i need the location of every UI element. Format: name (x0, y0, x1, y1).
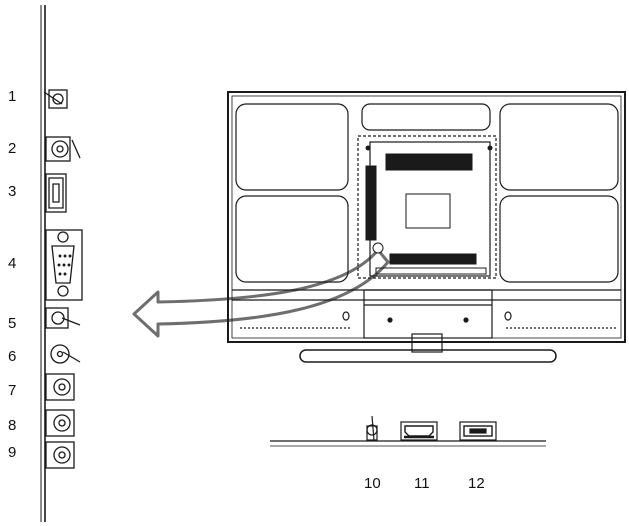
callout-label: 6 (8, 348, 17, 365)
hdmi-port-icon (400, 421, 438, 441)
vga-port-icon (45, 229, 83, 301)
headphone-jack-icon (50, 344, 81, 364)
side-connector-panel (40, 5, 83, 522)
rca-jack-icon (45, 441, 75, 469)
tv-rear-view (227, 91, 626, 363)
callout-label: 11 (414, 475, 430, 492)
antenna-connector-icon (43, 89, 68, 109)
coaxial-connector-icon (45, 136, 81, 162)
callout-label: 9 (8, 444, 17, 461)
hdmi-port-icon (45, 173, 67, 213)
pointer-arrow (132, 248, 390, 338)
callout-label: 7 (8, 382, 17, 399)
audio-jack-icon (45, 307, 81, 329)
antenna-connector-icon (366, 415, 378, 441)
callout-label: 4 (8, 255, 17, 272)
callout-label: 1 (8, 88, 17, 105)
rca-jack-icon (45, 409, 75, 437)
bottom-connector-panel (270, 415, 546, 447)
callout-label: 3 (8, 183, 17, 200)
callout-label: 12 (468, 475, 485, 492)
callout-label: 8 (8, 417, 17, 434)
rca-jack-icon (45, 373, 75, 401)
callout-label: 2 (8, 140, 17, 157)
callout-label: 10 (364, 475, 381, 492)
callout-label: 5 (8, 315, 17, 332)
usb-port-icon (459, 421, 497, 441)
